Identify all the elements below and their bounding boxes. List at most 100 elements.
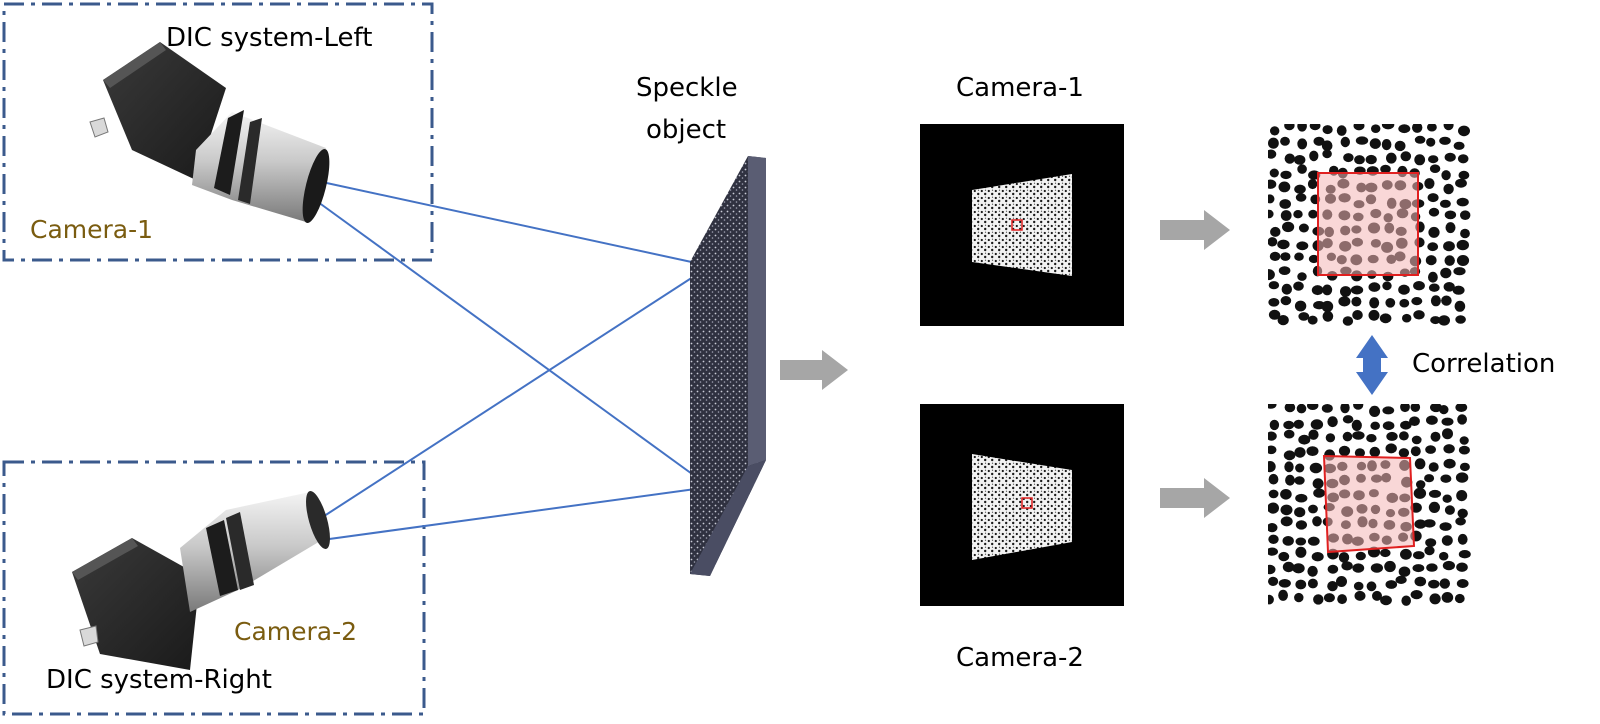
speckle-dot [1268,461,1276,473]
speckle-dot [1268,194,1275,204]
speckle-dot [1342,316,1354,326]
speckle-dot [1353,124,1365,131]
speckle-dot [1425,538,1437,547]
speckle-dot [1438,315,1450,326]
speckle-dot [1268,594,1274,605]
speckle-dot [1337,594,1347,605]
speckle-dot [1457,154,1469,164]
speckle-dot [1369,297,1380,309]
speckle-dot [1268,149,1277,159]
speckle-dot [1284,153,1296,164]
speckle-dot [1309,462,1323,474]
speckle-dot [1460,228,1470,239]
speckle-dot [1410,404,1421,412]
speckle-dot [1297,164,1307,174]
speckle-dot [1454,593,1465,604]
speckle-dot [1327,416,1338,428]
speckle-dot [1402,313,1412,323]
speckle-dot [1453,267,1466,276]
speckle-dot [1424,178,1435,189]
speckle-dot [1294,252,1304,261]
speckle-dot [1281,283,1293,295]
speckle-dot [1428,579,1440,589]
speckle-dot [1398,566,1411,577]
speckle-dot [1411,435,1422,445]
speckle-dot [1444,255,1455,266]
speckle-dot [1456,197,1469,207]
speckle-dot [1441,417,1454,426]
speckle-dot [1268,431,1277,441]
speckle-dot [1428,501,1440,513]
speckle-dot [1444,505,1455,515]
speckle-dot [1298,312,1310,321]
speckle-dot [1385,443,1397,454]
speckle-dot [1297,272,1307,281]
speckle-label-line1: Speckle [636,73,738,103]
speckle-dot [1322,125,1333,135]
speckle-dot [1280,252,1291,261]
speckle-dot [1278,579,1291,588]
speckle-dot [1428,226,1440,238]
speckle-dot [1443,282,1455,292]
speckle-dot [1428,271,1438,283]
dic-right-frame [2,460,426,716]
subset-window-2 [1322,454,1416,554]
speckle-dot [1268,564,1276,575]
camera-2-label-left: Camera-2 [234,617,357,646]
speckle-dot [1381,124,1395,130]
speckle-dot [1410,590,1423,600]
speckle-dot [1280,504,1293,516]
light-rays [317,181,711,541]
speckle-dot [1370,563,1383,573]
speckle-dot [1308,209,1318,219]
speckle-dot [1439,551,1449,561]
speckle-dot [1311,285,1324,296]
speckle-dot [1269,168,1279,178]
speckle-dot [1427,193,1439,203]
speckle-dot [1386,431,1398,441]
subset-window-1 [1317,172,1419,276]
speckle-dot [1312,478,1324,489]
speckle-dot [1442,428,1453,440]
speckle-dot [1307,178,1318,190]
speckle-dot [1309,150,1319,162]
speckle-dot [1460,210,1471,220]
speckle-dot [1382,281,1392,291]
correlation-label: Correlation [1412,349,1555,379]
speckle-dot [1453,141,1465,150]
speckle-dot [1455,404,1468,412]
speckle-dot [1384,560,1396,573]
arrow-cam1-zoom [1160,210,1230,250]
speckle-dot [1280,296,1292,306]
speckle-dot [1282,561,1295,573]
speckle-dot [1342,415,1354,424]
speckle-dot [1456,579,1469,588]
speckle-dot [1412,124,1423,133]
speckle-dot [1282,536,1294,546]
speckle-dot [1457,508,1468,519]
speckle-dot [1416,480,1426,489]
speckle-dot [1414,458,1426,470]
speckle-dot [1372,590,1382,601]
speckle-dot [1399,431,1409,441]
speckle-dot [1430,295,1441,307]
speckle-dot [1395,575,1407,585]
speckle-dot [1283,429,1295,439]
speckle-dot [1279,199,1291,209]
speckle-dot [1430,316,1441,325]
dic-right-label: DIC system-Right [46,665,272,695]
speckle-dot [1322,310,1334,322]
speckle-dot [1398,284,1410,295]
speckle-dot [1458,445,1470,455]
speckle-dot [1268,576,1279,587]
speckle-dot [1355,551,1366,561]
speckle-dot [1338,296,1351,307]
speckle-dot [1428,207,1440,217]
speckle-dot [1336,125,1347,136]
ray-cam2-top [317,265,711,521]
speckle-dot [1295,193,1307,202]
speckle-dot [1426,415,1438,425]
speckle-dot [1293,281,1304,291]
